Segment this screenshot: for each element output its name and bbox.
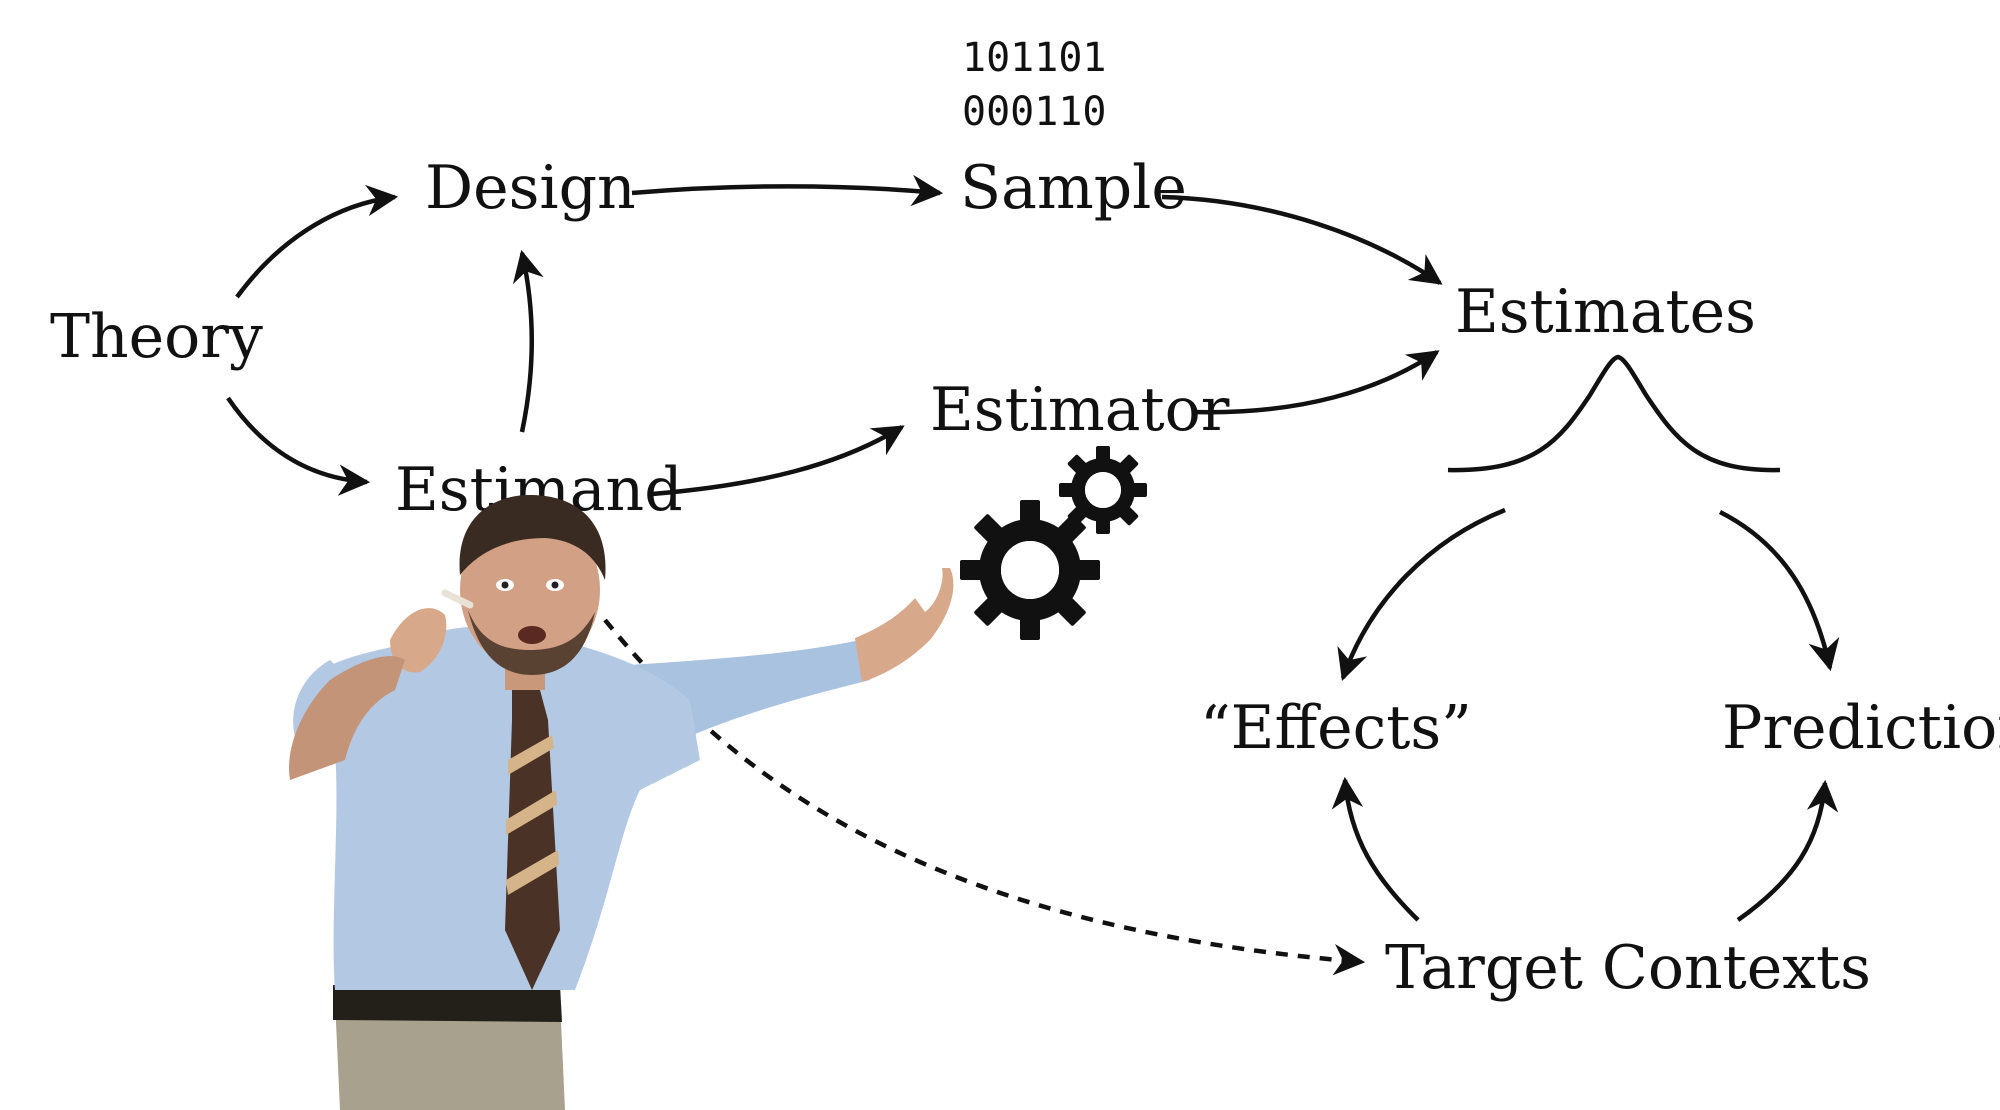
gears-icon (960, 446, 1147, 640)
person-forearm (855, 568, 954, 682)
distribution-curve-icon (1447, 354, 1781, 473)
person-belt (333, 985, 562, 1022)
edge-estimand-design (512, 249, 544, 433)
person-pupil-right (551, 581, 559, 589)
person-cigarette (441, 589, 474, 609)
binary-line-2: 000110 (962, 89, 1107, 135)
edge-estimator-estimates (1191, 350, 1440, 415)
edge-sample-estimates (1161, 194, 1443, 285)
person-pointing-photo (289, 495, 954, 1110)
edge-target-predictions (1736, 779, 1839, 922)
edge-target-effects (1331, 776, 1420, 922)
binary-line-1: 101101 (962, 35, 1107, 81)
person-mouth (518, 626, 546, 644)
person-left-forearm (289, 656, 405, 780)
edge-theory-estimand (226, 396, 371, 496)
person-face (460, 510, 600, 670)
person-hair (459, 495, 606, 580)
node-estimates: Estimates (1455, 277, 1756, 347)
person-tie-stripe-3 (506, 850, 559, 895)
person-pupil-left (501, 581, 509, 589)
edge-estimates-effects (1337, 507, 1506, 681)
node-theory: Theory (50, 302, 263, 372)
edge-estimand-estimator (651, 425, 905, 497)
person-tie-stripe-1 (508, 735, 554, 775)
person-trousers (335, 1000, 565, 1110)
person-beard (468, 610, 595, 675)
edge-estimates-predictions (1718, 509, 1840, 672)
edge-theory-design (235, 184, 399, 299)
node-estimator: Estimator (930, 375, 1230, 445)
person-tie-stripe-2 (506, 790, 557, 835)
node-predictions: Predictions (1722, 693, 2000, 763)
person-shirt (315, 626, 700, 990)
node-design: Design (425, 153, 636, 223)
node-target-contexts: Target Contexts (1385, 933, 1871, 1003)
node-sample: Sample (960, 153, 1187, 223)
edge-design-sample (631, 174, 944, 207)
person-hand-left (390, 608, 447, 673)
node-effects: “Effects” (1200, 693, 1472, 763)
